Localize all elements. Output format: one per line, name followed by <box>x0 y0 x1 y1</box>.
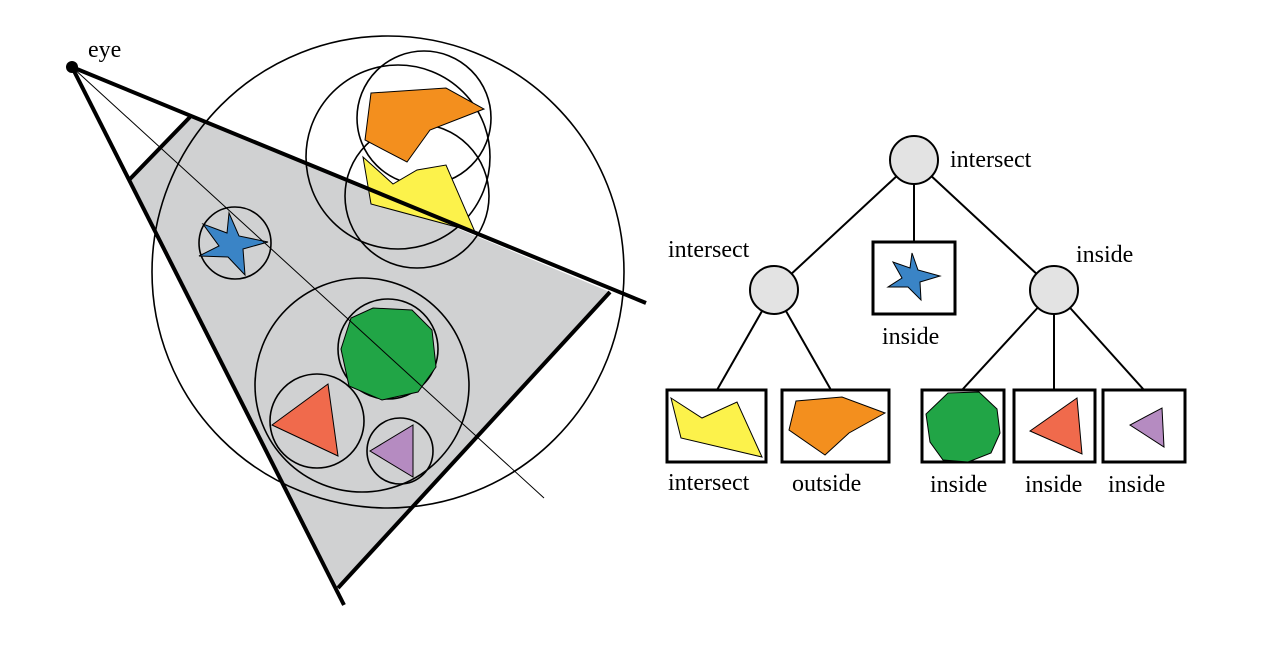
near-plane <box>127 115 192 182</box>
red-triangle <box>1028 397 1083 455</box>
tree-edge <box>773 159 915 291</box>
far-plane <box>336 290 612 590</box>
purple-bounding-circle <box>366 417 434 485</box>
purple-triangle <box>1129 407 1165 448</box>
eye-point <box>66 61 78 73</box>
orange-leaf-label: outside <box>792 471 861 497</box>
red-leaf-label: inside <box>1025 472 1082 498</box>
red-bounding-circle <box>269 373 365 469</box>
orange-polygon <box>788 396 887 456</box>
left-node <box>749 265 799 315</box>
yellow-leaf-label: intersect <box>668 470 750 496</box>
eye-label: eye <box>88 37 121 63</box>
yellow-polygon <box>362 155 476 233</box>
green-leaf-label: inside <box>930 472 987 498</box>
star-leaf-label: inside <box>882 324 939 350</box>
yellow-polygon <box>670 396 763 458</box>
left-node-label: intersect <box>668 237 750 263</box>
scene-view: eye <box>66 35 647 606</box>
upper-group-bounding-circle <box>305 64 491 250</box>
view-axis-line <box>71 66 545 499</box>
green-octagon <box>340 307 437 401</box>
purple-triangle <box>369 424 414 478</box>
blue-star <box>198 211 269 277</box>
lower-group-bounding-circle <box>254 277 470 493</box>
root-bounding-circle <box>151 35 625 509</box>
tree-edge <box>913 159 1055 291</box>
root-node-label: intersect <box>950 147 1032 173</box>
blue-star <box>886 252 942 302</box>
purple-leaf-label: inside <box>1108 472 1165 498</box>
right-node <box>1029 265 1079 315</box>
green-octagon <box>925 391 1001 463</box>
red-triangle <box>271 383 339 457</box>
right-node-label: inside <box>1076 242 1133 268</box>
right-frustum-plane <box>71 65 647 305</box>
left-frustum-plane <box>70 66 346 606</box>
root-node <box>889 135 939 185</box>
hierarchy-tree: intersect intersect inside inside inters… <box>665 135 1187 498</box>
star-bounding-circle <box>198 206 272 280</box>
orange-polygon <box>364 87 486 163</box>
